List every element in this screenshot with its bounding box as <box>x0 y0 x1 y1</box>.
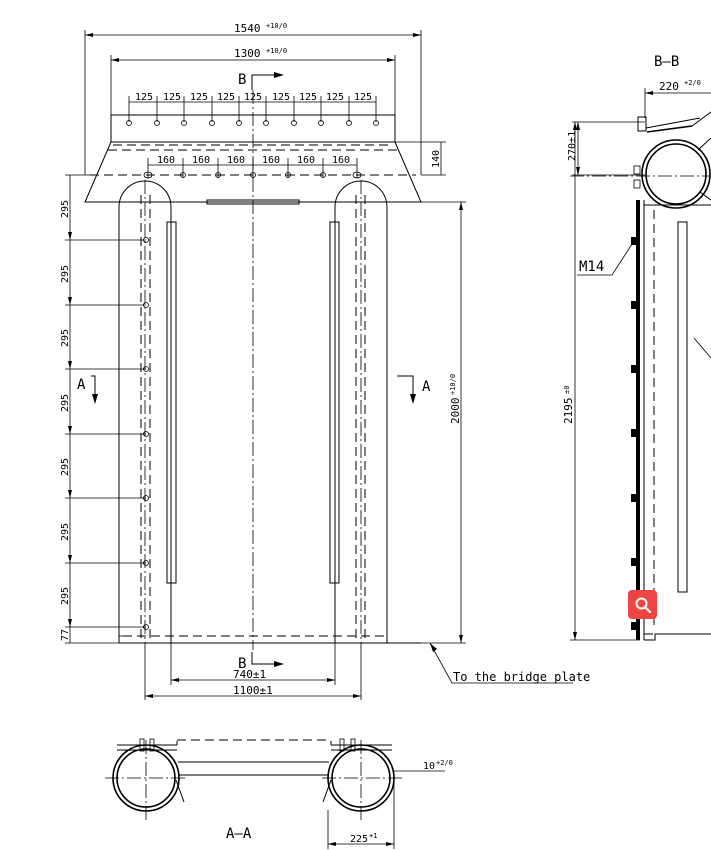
svg-text:295: 295 <box>60 200 71 218</box>
dim-overall-width-tol: +10/0 <box>266 22 287 30</box>
zoom-button[interactable] <box>628 590 657 619</box>
dim-inner-width: 1300 <box>234 47 261 60</box>
svg-text:77: 77 <box>60 629 71 641</box>
dim-2195: 2195 <box>562 398 575 425</box>
section-mark-b-top: B <box>238 72 246 88</box>
dim-270: 270±1 <box>567 131 578 161</box>
hole-pitch-160-labels: 160 160 160 160 160 160 <box>157 155 350 166</box>
svg-text:295: 295 <box>60 523 71 541</box>
hole-pitch-125-labels: 125 125 125 125 125 125 125 125 125 <box>135 92 372 103</box>
svg-text:160: 160 <box>192 155 210 166</box>
svg-text:125: 125 <box>299 92 317 103</box>
section-aa-title: A–A <box>226 826 252 842</box>
svg-text:160: 160 <box>157 155 175 166</box>
svg-text:125: 125 <box>354 92 372 103</box>
svg-text:125: 125 <box>326 92 344 103</box>
dim-1100: 1100±1 <box>233 684 273 697</box>
dim-740: 740±1 <box>233 668 266 681</box>
svg-text:160: 160 <box>262 155 280 166</box>
dim-220-tol: +2/0 <box>684 79 701 87</box>
svg-text:125: 125 <box>272 92 290 103</box>
dim-225: 225 <box>350 834 368 845</box>
svg-text:295: 295 <box>60 458 71 476</box>
svg-text:160: 160 <box>227 155 245 166</box>
svg-text:295: 295 <box>60 265 71 283</box>
svg-text:125: 125 <box>163 92 181 103</box>
svg-text:125: 125 <box>190 92 208 103</box>
dim-10-tol: +2/0 <box>436 759 453 767</box>
svg-text:160: 160 <box>332 155 350 166</box>
dim-220: 220 <box>659 80 679 93</box>
front-elevation-view: 1540 +10/0 1300 +10/0 B 125 125 125 125 … <box>60 22 590 700</box>
dim-height-tol: +10/0 <box>449 374 457 395</box>
note-bridge-plate: To the bridge plate <box>453 670 590 684</box>
svg-text:160: 160 <box>297 155 315 166</box>
section-mark-a-right: A <box>422 379 431 395</box>
svg-text:295: 295 <box>60 394 71 412</box>
dim-225-tol: +1 <box>369 832 377 840</box>
dim-10: 10 <box>423 761 435 772</box>
svg-text:125: 125 <box>135 92 153 103</box>
vertical-pitch-labels: 295 295 295 295 295 295 295 77 <box>60 200 71 641</box>
section-bb-title: B–B <box>654 54 679 70</box>
dim-overall-width: 1540 <box>234 22 261 35</box>
section-mark-b-bottom: B <box>238 656 246 672</box>
section-bb-view: B–B 220 +2/0 270±1 <box>562 54 711 641</box>
svg-text:125: 125 <box>217 92 235 103</box>
svg-text:295: 295 <box>60 329 71 347</box>
dim-2195-tol: ±0 <box>563 386 571 394</box>
dim-height: 2000 <box>449 398 462 425</box>
magnifier-icon <box>635 597 651 613</box>
dim-inner-width-tol: +10/0 <box>266 47 287 55</box>
section-mark-a-left: A <box>77 377 86 393</box>
section-aa-view: 10 +2/0 225 +1 A–A <box>105 738 453 849</box>
svg-text:295: 295 <box>60 587 71 605</box>
bolt-label-m14: M14 <box>579 259 604 275</box>
dim-plate-height: 140 <box>431 150 442 168</box>
